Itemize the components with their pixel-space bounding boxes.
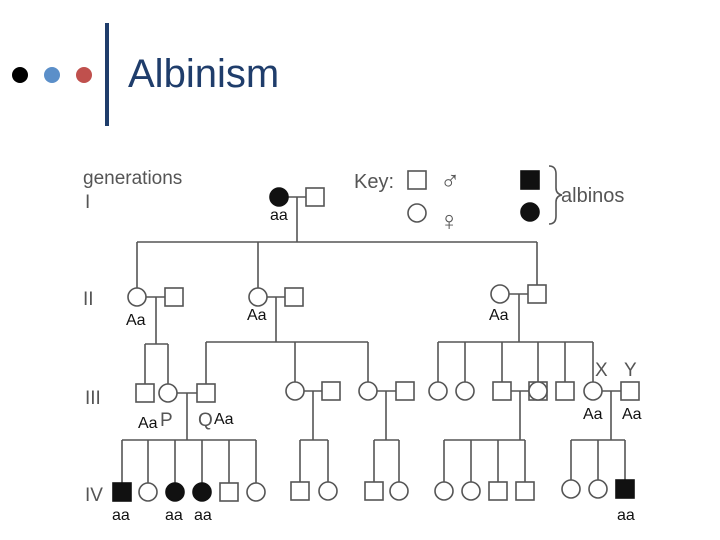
gen2-middle-spouse bbox=[284, 287, 304, 307]
bullet-dot-blue bbox=[44, 67, 60, 83]
gen1-male bbox=[305, 187, 325, 207]
marker-Y: Y bbox=[624, 360, 637, 381]
genotype-gen3-P: Aa bbox=[138, 415, 158, 432]
gen4-male-1-affected bbox=[112, 482, 132, 502]
key-male-symbol-icon: ♂ bbox=[440, 166, 460, 196]
gen4-female-8 bbox=[318, 481, 338, 501]
gen2-left-spouse bbox=[164, 287, 184, 307]
gen4-male-9 bbox=[364, 481, 384, 501]
gen4-female-15 bbox=[561, 479, 581, 499]
gen4-female-12 bbox=[461, 481, 481, 501]
gen4-male-7 bbox=[290, 481, 310, 501]
genotype-gen3-X: Aa bbox=[583, 406, 603, 423]
generation-numeral-4: IV bbox=[85, 485, 103, 506]
gen4-male-5 bbox=[219, 482, 239, 502]
genotype-gen2-left: Aa bbox=[126, 312, 146, 329]
gen3-male-10 bbox=[555, 381, 575, 401]
gen4-female-11 bbox=[434, 481, 454, 501]
gen3-female-7 bbox=[455, 381, 475, 401]
gen3-male-Q bbox=[196, 383, 216, 403]
genotype-gen4-third: aa bbox=[165, 507, 183, 524]
gen3-spouse-4 bbox=[321, 381, 341, 401]
gen3-male-Y bbox=[620, 381, 640, 401]
gen2-middle-female bbox=[248, 287, 268, 307]
gen2-left-female bbox=[127, 287, 147, 307]
gen4-male-13 bbox=[488, 481, 508, 501]
key-label: Key: bbox=[354, 171, 394, 193]
key-female-circle bbox=[407, 203, 427, 223]
genotype-gen4-last: aa bbox=[617, 507, 635, 524]
gen3-female-X bbox=[583, 381, 603, 401]
gen3-female-5 bbox=[358, 381, 378, 401]
bullet-dot-red bbox=[76, 67, 92, 83]
gen2-right-female bbox=[490, 284, 510, 304]
gen4-female-10 bbox=[389, 481, 409, 501]
gen4-female-4-affected bbox=[192, 482, 212, 502]
marker-Q: Q bbox=[198, 410, 213, 431]
key-female-symbol-icon: ♀ bbox=[439, 206, 459, 236]
generation-numeral-3: III bbox=[85, 388, 101, 409]
gen3-female-9 bbox=[528, 381, 548, 401]
key-affected-male-square bbox=[520, 170, 540, 190]
genotype-gen2-middle: Aa bbox=[247, 307, 267, 324]
bullet-dot-black bbox=[12, 67, 28, 83]
gen4-female-16 bbox=[588, 479, 608, 499]
gen3-male-1 bbox=[135, 383, 155, 403]
key-male-square bbox=[407, 170, 427, 190]
key-albinos-brace bbox=[548, 165, 563, 225]
gen3-female-4 bbox=[285, 381, 305, 401]
key-affected-female-circle bbox=[520, 202, 540, 222]
gen3-female-P bbox=[158, 383, 178, 403]
generation-numeral-2: II bbox=[83, 289, 94, 310]
gen2-right-male bbox=[527, 284, 547, 304]
gen4-male-14 bbox=[515, 481, 535, 501]
genotype-gen4-first: aa bbox=[112, 507, 130, 524]
genotype-gen1-female: aa bbox=[270, 207, 288, 224]
key-albinos-label: albinos bbox=[561, 185, 624, 207]
genotype-gen4-fourth: aa bbox=[194, 507, 212, 524]
marker-X: X bbox=[595, 360, 608, 381]
gen4-male-17-affected bbox=[615, 479, 635, 499]
genotype-gen2-right: Aa bbox=[489, 307, 509, 324]
generations-label: generations bbox=[83, 168, 182, 189]
gen3-spouse-5 bbox=[395, 381, 415, 401]
gen3-male-8 bbox=[492, 381, 512, 401]
marker-P: P bbox=[160, 410, 173, 431]
generation-numeral-1: I bbox=[85, 192, 90, 213]
gen4-female-3-affected bbox=[165, 482, 185, 502]
genotype-gen3-Q: Aa bbox=[214, 411, 234, 428]
slide-title: Albinism bbox=[128, 52, 280, 96]
genotype-gen3-Y: Aa bbox=[622, 406, 642, 423]
gen1-female-affected bbox=[269, 187, 289, 207]
gen3-female-6 bbox=[428, 381, 448, 401]
gen4-female-6 bbox=[246, 482, 266, 502]
title-divider bbox=[105, 23, 109, 126]
gen4-female-2 bbox=[138, 482, 158, 502]
